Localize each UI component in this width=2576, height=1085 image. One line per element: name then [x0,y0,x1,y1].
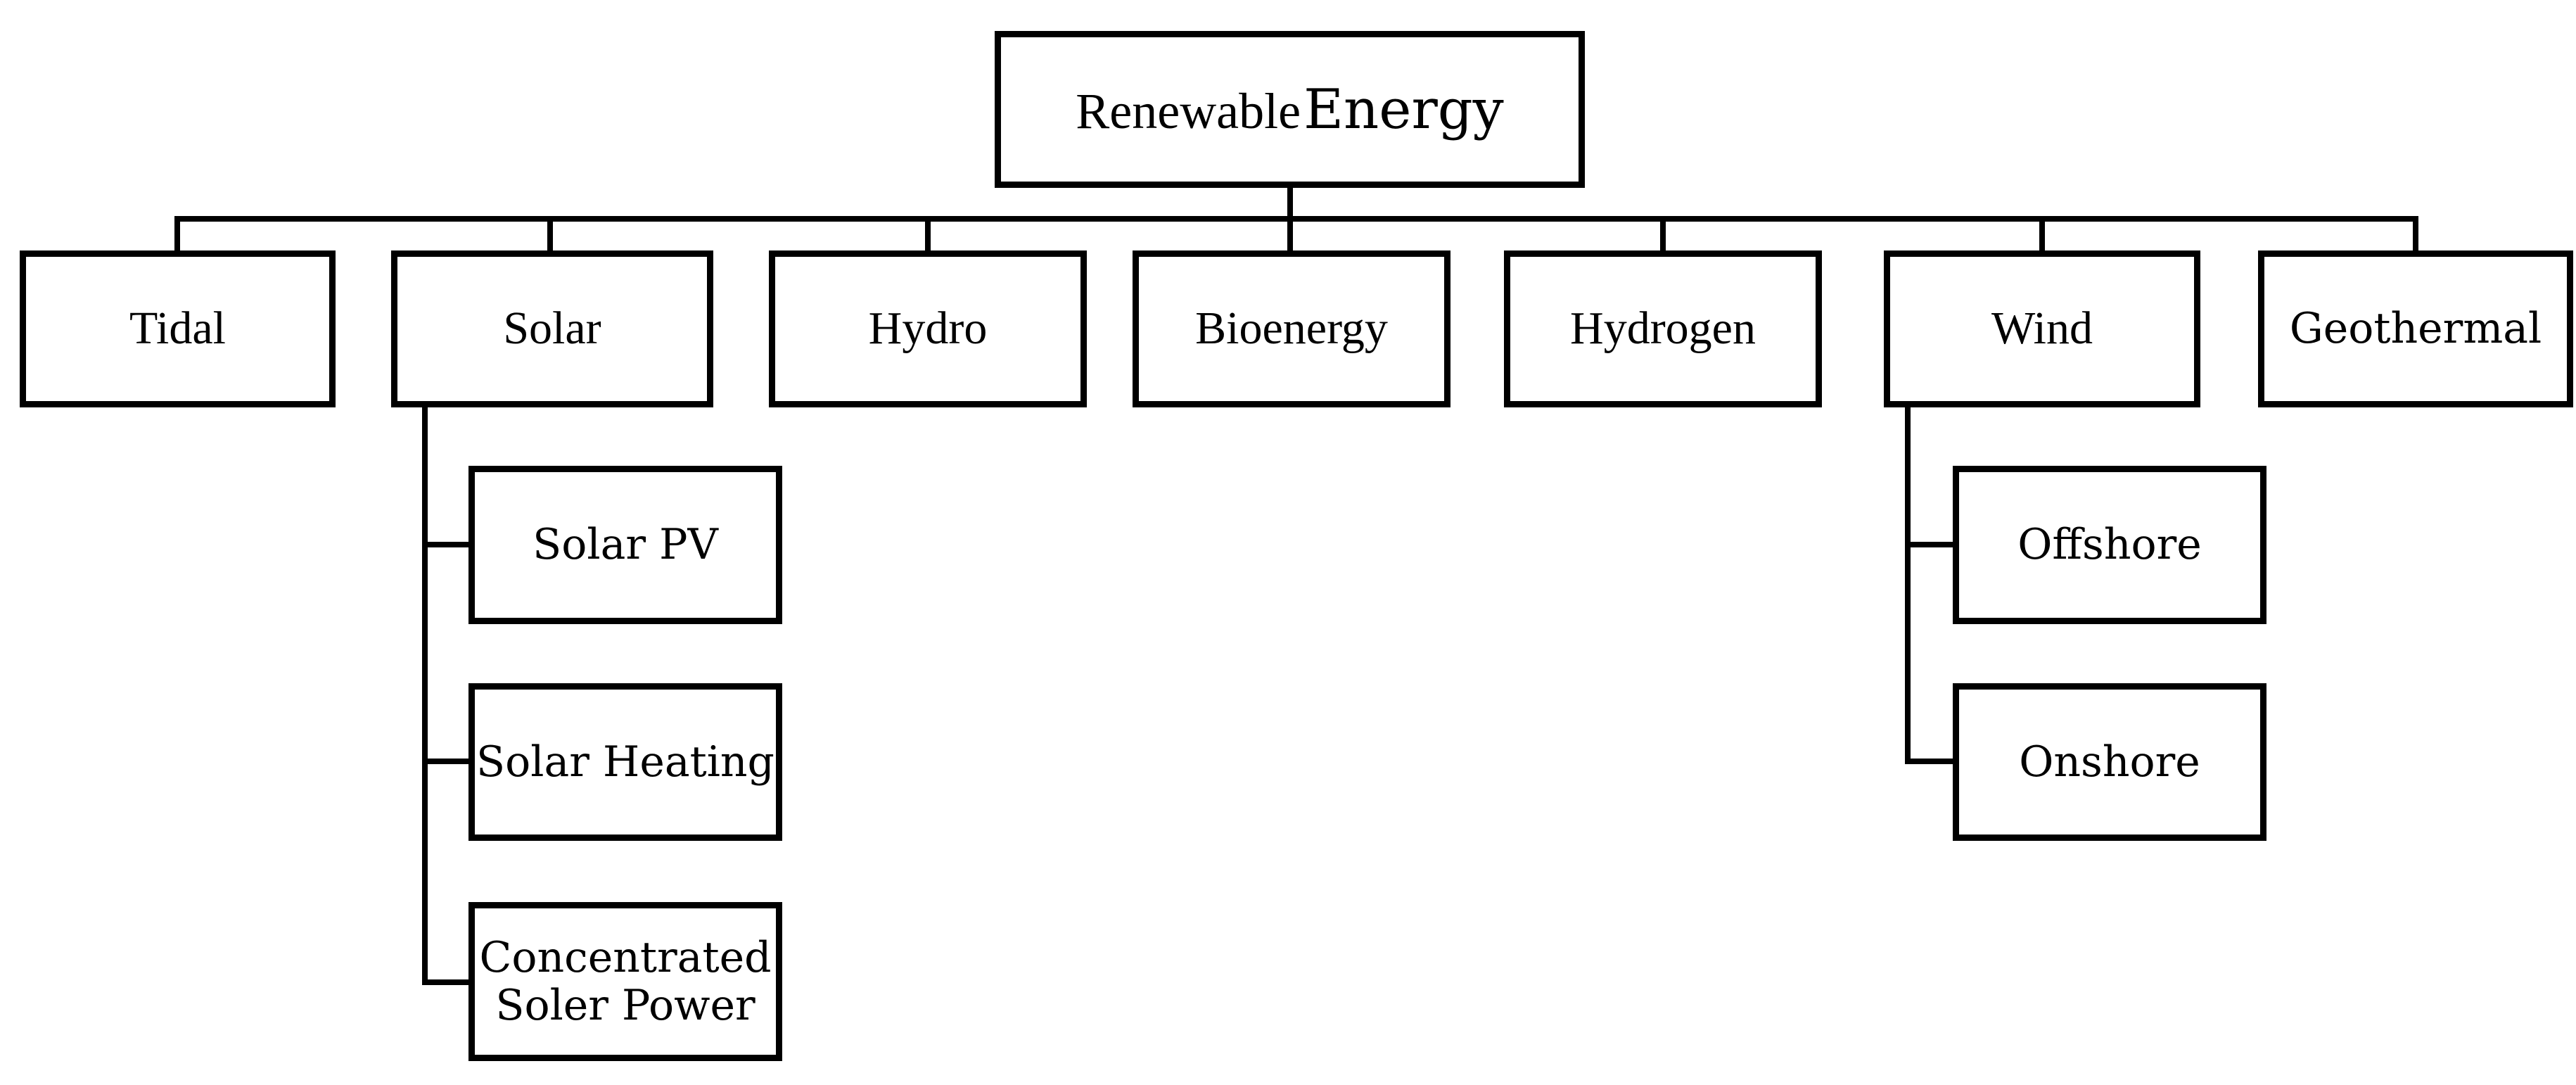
node-geothermal: Geothermal [2258,250,2573,407]
node-solar: Solar [391,250,713,407]
connector-bus [174,216,2418,222]
node-hydro-label: Hydro [868,303,988,355]
connector-drop-solar [547,216,553,250]
connector-solar-trunk [422,405,428,985]
node-solar-pv-label: Solar PV [533,520,718,570]
node-renewable-energy-label: Renewable Energy [1076,78,1503,141]
root-label-word2: Energy [1303,77,1504,141]
node-geothermal-label: Geothermal [2289,304,2542,354]
connector-stub-solar-heating [422,759,471,764]
node-solar-pv: Solar PV [468,466,782,624]
node-concentrated-soler-power: Concentrated Soler Power [468,902,782,1061]
connector-drop-tidal [174,216,180,250]
node-tidal-label: Tidal [129,303,226,355]
connector-drop-geothermal [2413,216,2418,250]
root-label-word1: Renewable [1076,82,1301,139]
node-solar-heating: Solar Heating [468,683,782,841]
node-onshore-label: Onshore [2019,737,2200,787]
node-wind-label: Wind [1991,303,2093,355]
connector-stub-concentrated [422,979,471,985]
connector-stub-offshore [1905,542,1956,547]
node-hydrogen-label: Hydrogen [1570,303,1756,355]
connector-drop-wind [2039,216,2045,250]
connector-stub-onshore [1905,759,1956,764]
node-onshore: Onshore [1953,683,2266,841]
node-hydrogen: Hydrogen [1504,250,1822,407]
node-bioenergy-label: Bioenergy [1195,303,1388,355]
node-offshore: Offshore [1953,466,2266,624]
connector-wind-trunk [1905,405,1911,764]
node-offshore-label: Offshore [2017,520,2202,570]
connector-drop-hydro [925,216,931,250]
connector-stub-solar-pv [422,542,471,547]
node-wind: Wind [1884,250,2200,407]
node-concentrated-soler-power-label: Concentrated Soler Power [479,932,772,1030]
node-tidal: Tidal [20,250,336,407]
node-solar-label: Solar [503,303,601,355]
node-hydro: Hydro [769,250,1087,407]
node-renewable-energy: Renewable Energy [995,31,1585,188]
node-bioenergy: Bioenergy [1133,250,1450,407]
node-solar-heating-label: Solar Heating [476,737,774,787]
connector-drop-hydrogen [1660,216,1666,250]
